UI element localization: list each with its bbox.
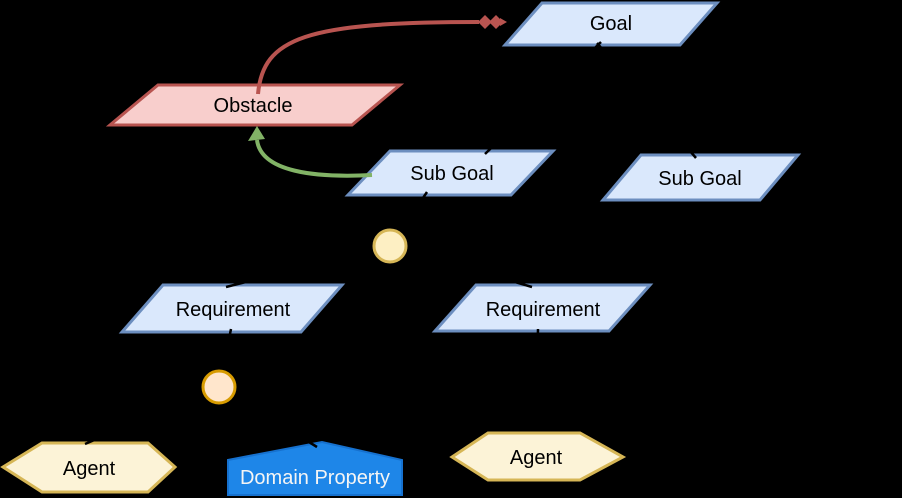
- sub-goal-right-node[interactable]: Sub Goal: [599, 153, 802, 202]
- requirement-left-label: Requirement: [176, 299, 291, 321]
- goal-node[interactable]: Goal: [501, 1, 721, 47]
- obstacle-shape[interactable]: [105, 83, 405, 127]
- requirement-right-shape[interactable]: [431, 283, 654, 333]
- agent-left-node[interactable]: Agent: [0, 441, 178, 494]
- agent-right-shape[interactable]: [449, 431, 627, 482]
- and-junction-upper[interactable]: [372, 228, 408, 264]
- requirement-left-shape[interactable]: [118, 283, 346, 334]
- sub-goal-left-label: Sub Goal: [410, 163, 493, 185]
- and-junction-lower[interactable]: [201, 369, 237, 405]
- sub-goal-right-label: Sub Goal: [658, 168, 741, 190]
- agent-right-node[interactable]: Agent: [449, 431, 627, 482]
- edge-requirement-right-agent-right[interactable]: [533, 328, 540, 432]
- requirement-right-label: Requirement: [486, 299, 601, 321]
- domain-property-node[interactable]: Domain Property: [227, 440, 403, 496]
- goal-shape[interactable]: [501, 1, 721, 47]
- obstruction-arrow-diamond-2: [489, 15, 503, 29]
- obstacle-node[interactable]: Obstacle: [105, 83, 405, 127]
- domain-property-label: Domain Property: [240, 467, 390, 489]
- domain-property-shape[interactable]: [227, 440, 403, 496]
- obstruction-arrow-diamond-1: [478, 15, 492, 29]
- agent-left-label: Agent: [63, 458, 116, 480]
- edge-subgoal-left-junction[interactable]: [396, 191, 429, 236]
- requirement-left-node[interactable]: Requirement: [118, 283, 346, 334]
- agent-right-label: Agent: [510, 447, 563, 469]
- edge-junction-agent-left[interactable]: [84, 390, 208, 446]
- obstruction-arrow-curve[interactable]: [256, 20, 480, 95]
- obstruction-arrow-tip: [500, 18, 507, 26]
- requirement-right-node[interactable]: Requirement: [431, 283, 654, 333]
- sub-goal-left-shape[interactable]: [344, 149, 557, 197]
- resolution-arrow[interactable]: [248, 126, 373, 178]
- edge-junction-domain-property[interactable]: [232, 393, 318, 449]
- resolution-arrow-curve[interactable]: [255, 139, 373, 178]
- sub-goal-right-shape[interactable]: [599, 153, 802, 202]
- obstruction-arrow[interactable]: [256, 15, 507, 95]
- agent-left-shape[interactable]: [0, 441, 178, 494]
- resolution-arrow-head: [248, 126, 265, 141]
- edge-requirement-left-junction[interactable]: [220, 328, 233, 374]
- edge-goal-subgoal-right[interactable]: [596, 42, 697, 159]
- edge-junction-requirement-right[interactable]: [404, 248, 533, 289]
- goal-label: Goal: [590, 13, 632, 35]
- obstacle-label: Obstacle: [214, 95, 293, 117]
- sub-goal-left-node[interactable]: Sub Goal: [344, 149, 557, 197]
- edge-junction-requirement-left[interactable]: [225, 247, 377, 289]
- edge-goal-subgoal-left[interactable]: [484, 41, 602, 155]
